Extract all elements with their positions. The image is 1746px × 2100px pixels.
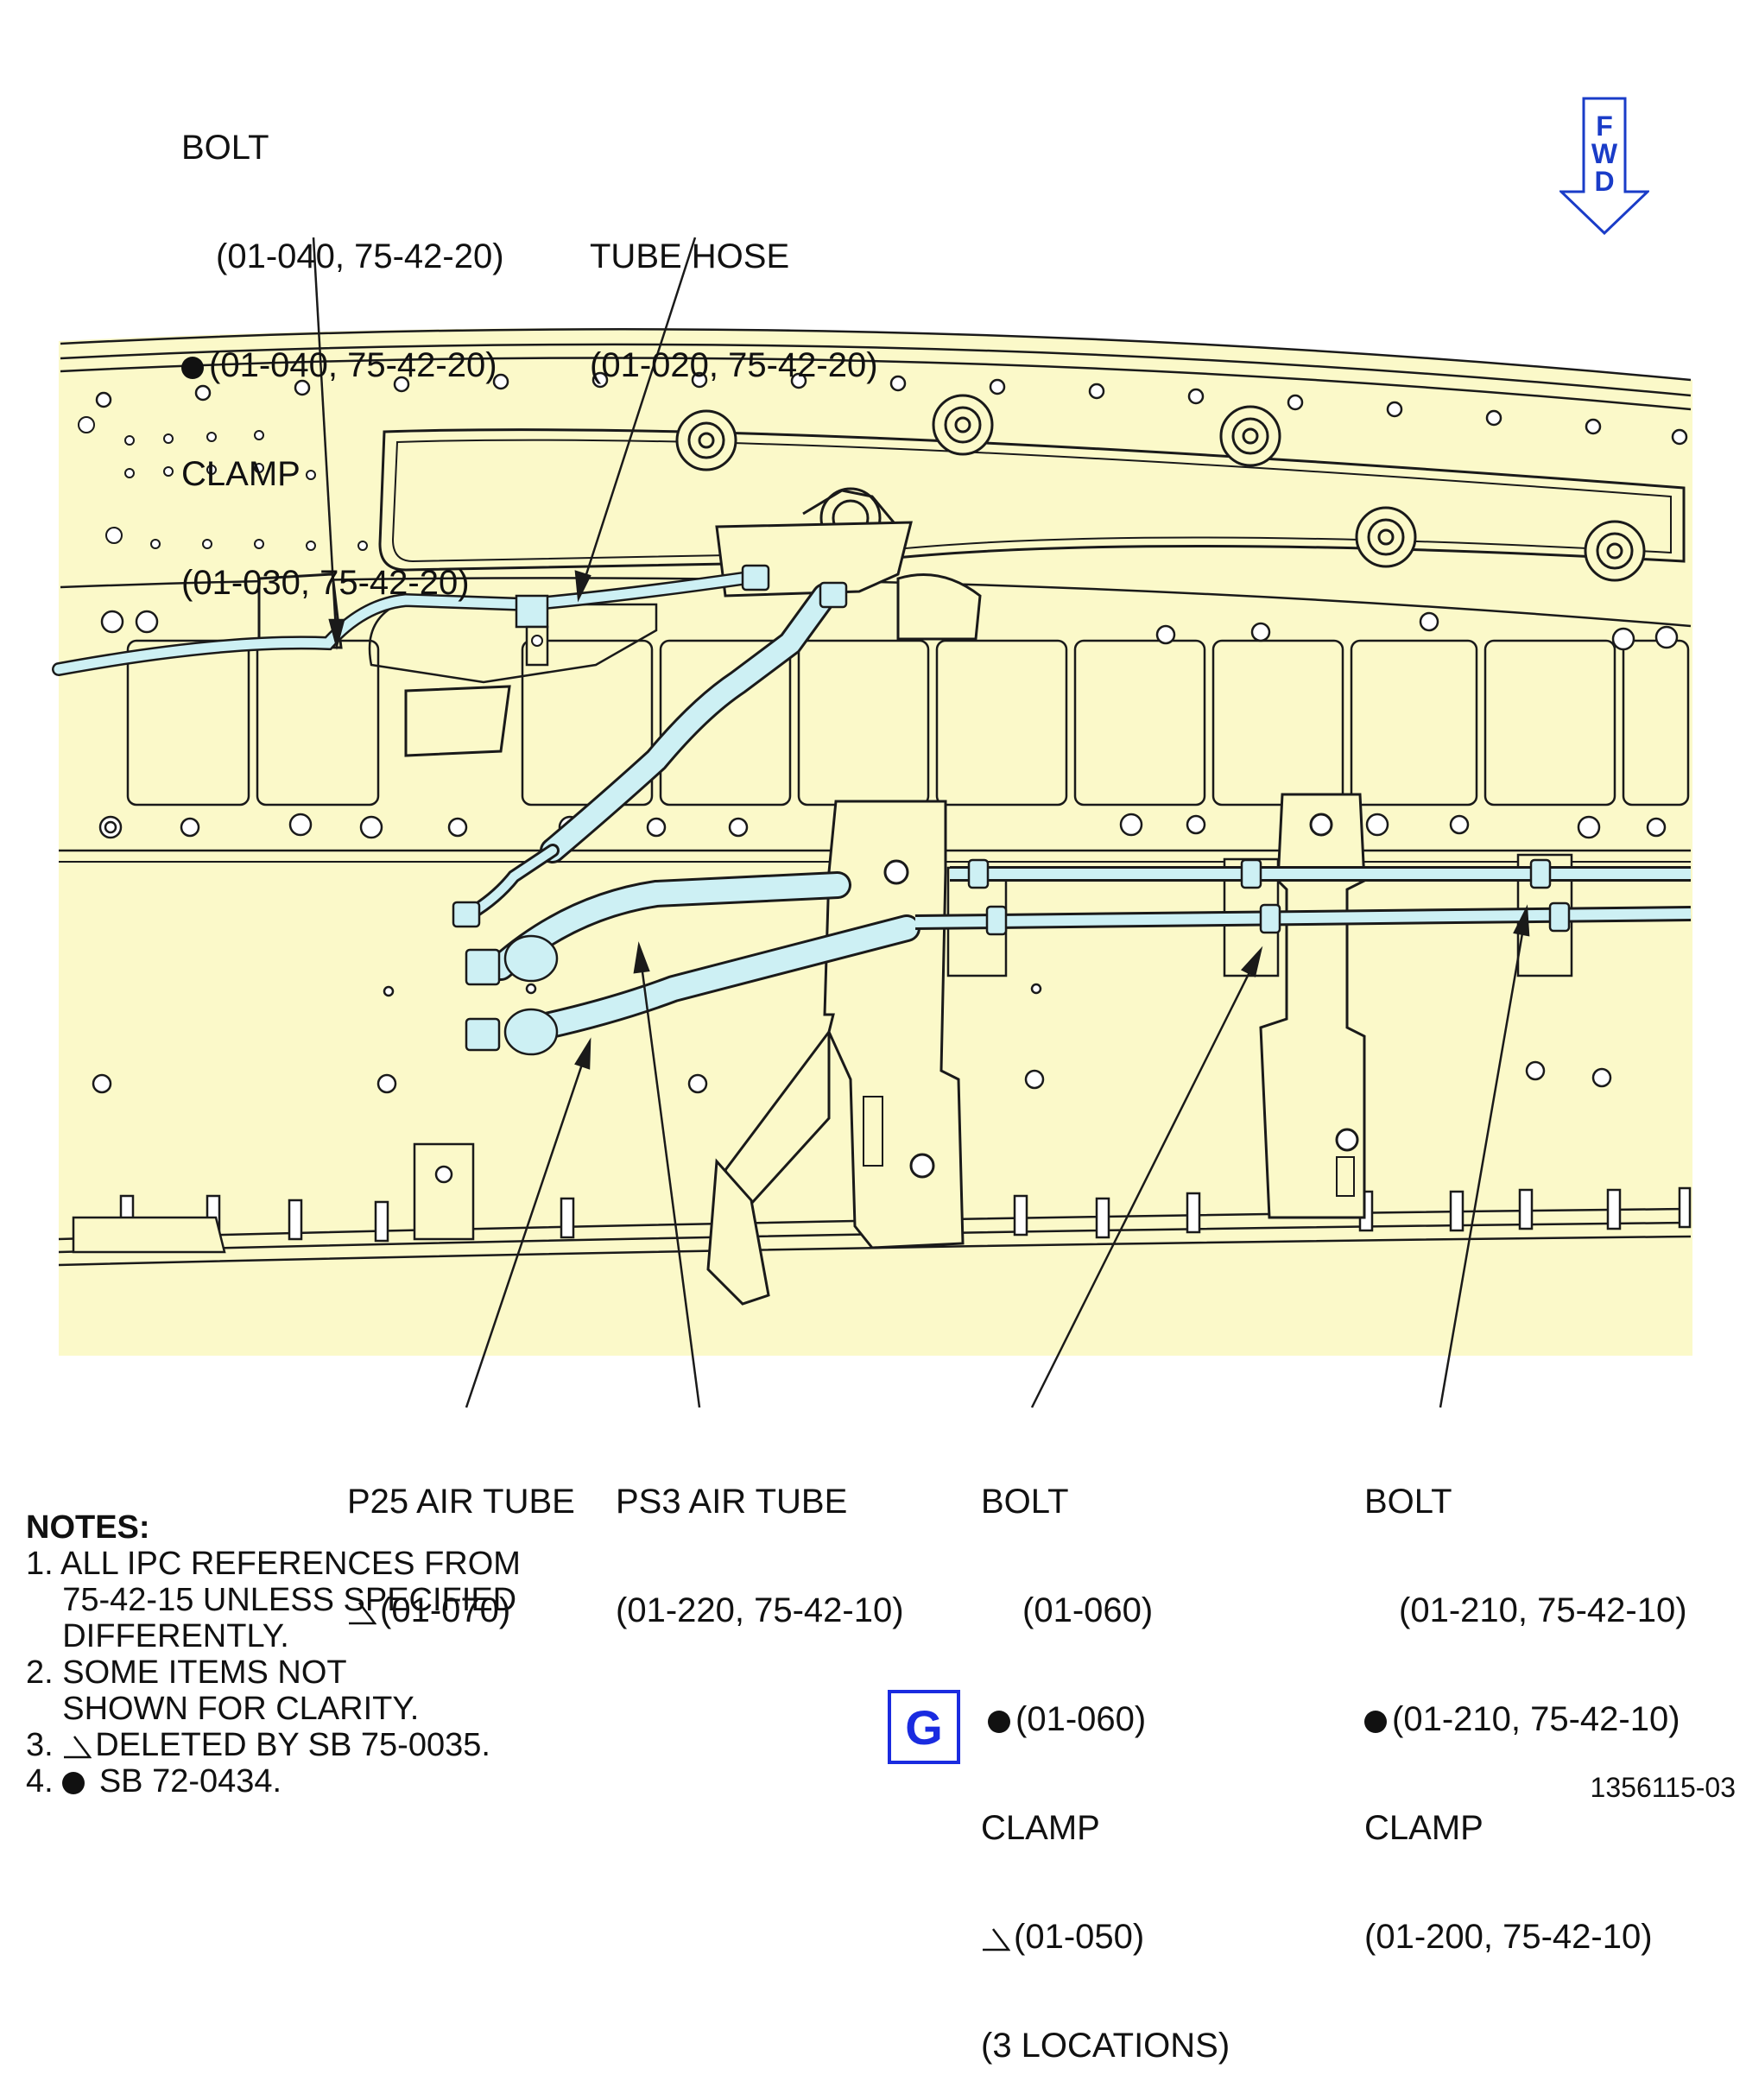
bottom-channel [72,1216,226,1254]
note-3-num: 3. [26,1727,54,1763]
bolt-mid-title: BOLT [981,1483,1069,1521]
bolt-ref-1: (01-040, 75-42-20) [216,237,504,275]
callout-bolt-clamp-top: BOLT (01-040, 75-42-20) (01-040, 75-42-2… [181,57,504,637]
p25-title: P25 AIR TUBE [347,1483,575,1521]
tube-hose-title: TUBE HOSE [590,237,790,275]
note-2a: 2. SOME ITEMS NOT [26,1654,347,1691]
note-2b: SHOWN FOR CLARITY. [26,1691,420,1727]
bolt-ref-2: (01-040, 75-42-20) [209,346,497,384]
note-3-text: DELETED BY SB 75-0035. [95,1727,490,1763]
center-mount [896,573,982,641]
notes-heading: NOTES: [26,1509,150,1546]
bolt-right-title: BOLT [1364,1483,1452,1521]
left-tab [404,685,511,757]
notes-block: NOTES: 1. ALL IPC REFERENCES FROM 75-42-… [26,1509,521,1800]
document-number: 1356115-03 [1590,1772,1736,1803]
clamp-mid-title: CLAMP [981,1809,1100,1847]
fwd-letter-w: W [1591,138,1618,169]
ps3-ref: (01-220, 75-42-10) [616,1591,904,1629]
callout-p25-air-tube: P25 AIR TUBE (01-070) [347,1411,575,1665]
leader-lines [312,237,1530,1408]
sb-dot-icon [1364,1711,1387,1733]
band-bolts [98,610,1679,839]
bosses [675,394,1646,582]
engine-panel-illustration [52,237,1692,1408]
tube-hose-ref: (01-020, 75-42-20) [590,346,878,384]
clamp-right-ref: (01-200, 75-42-10) [1364,1918,1653,1956]
fwd-letter-d: D [1594,166,1615,197]
p25-ref: (01-070) [380,1591,511,1629]
fwd-letter-f: F [1596,111,1613,142]
bolt-title: BOLT [181,129,269,167]
callout-bolt-clamp-right: BOLT (01-210, 75-42-10) (01-210, 75-42-1… [1364,1411,1687,1991]
bolt-mid-ref-2: (01-060) [1015,1700,1147,1738]
bolt-right-ref-2: (01-210, 75-42-10) [1392,1700,1680,1738]
note-4-text: SB 72-0434. [98,1763,282,1800]
sb-dot-icon [988,1711,1010,1733]
top-rail-fasteners [95,371,1688,446]
left-clip-block [257,572,343,649]
callout-ps3-air-tube: PS3 AIR TUBE (01-220, 75-42-10) [616,1411,904,1665]
deleted-triangle-icon [64,1736,92,1759]
deleted-triangle-icon [983,1928,1010,1951]
sb-dot-icon [181,357,204,379]
callout-tube-hose: TUBE HOSE (01-020, 75-42-20) [590,166,878,420]
view-letter-box: G [888,1690,960,1764]
view-letter: G [905,1699,943,1755]
callout-bolt-clamp-mid: BOLT (01-060) (01-060) CLAMP (01-050) (3… [981,1411,1230,2100]
note-1a: 1. ALL IPC REFERENCES FROM [26,1546,521,1582]
lower-small-bracket [413,1142,475,1241]
note-1c: DIFFERENTLY. [26,1618,289,1654]
note-4-num: 4. [26,1763,54,1800]
deleted-triangle-icon [349,1602,376,1625]
bolt-right-ref-1: (01-210, 75-42-10) [1399,1591,1687,1629]
clamp-mid-locations: (3 LOCATIONS) [981,2027,1230,2065]
clamp-title: CLAMP [181,455,300,493]
tube-clamps [967,858,1571,936]
note-1b: 75-42-15 UNLESS SPECIFIED [26,1582,517,1618]
left-bolt-grid [78,416,368,551]
forward-arrow-icon [1559,97,1649,235]
bolt-mid-ref-1: (01-060) [1022,1591,1154,1629]
ps3-title: PS3 AIR TUBE [616,1483,848,1521]
support-bracket-1 [823,800,965,1249]
clamp-mid-ref: (01-050) [1014,1918,1145,1956]
clamp-ref: (01-030, 75-42-20) [181,564,470,602]
clamp-right-title: CLAMP [1364,1809,1483,1847]
sb-dot-icon [62,1772,85,1794]
